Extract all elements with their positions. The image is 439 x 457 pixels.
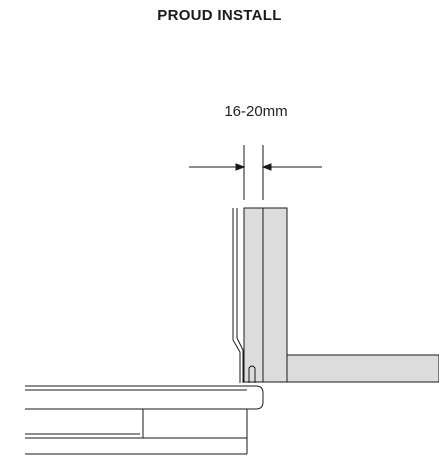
dimension-arrows — [189, 163, 322, 171]
tray-profile — [232, 208, 256, 383]
left-arrow-head — [235, 163, 246, 171]
vertical-panel — [243, 207, 288, 383]
tray-base — [25, 385, 264, 455]
diagram-title: PROUD INSTALL — [157, 7, 282, 24]
dimension-extension-lines — [243, 145, 264, 200]
dimension-label: 16-20mm — [224, 103, 287, 120]
horizontal-panel — [286, 354, 439, 383]
right-arrow-head — [261, 163, 272, 171]
